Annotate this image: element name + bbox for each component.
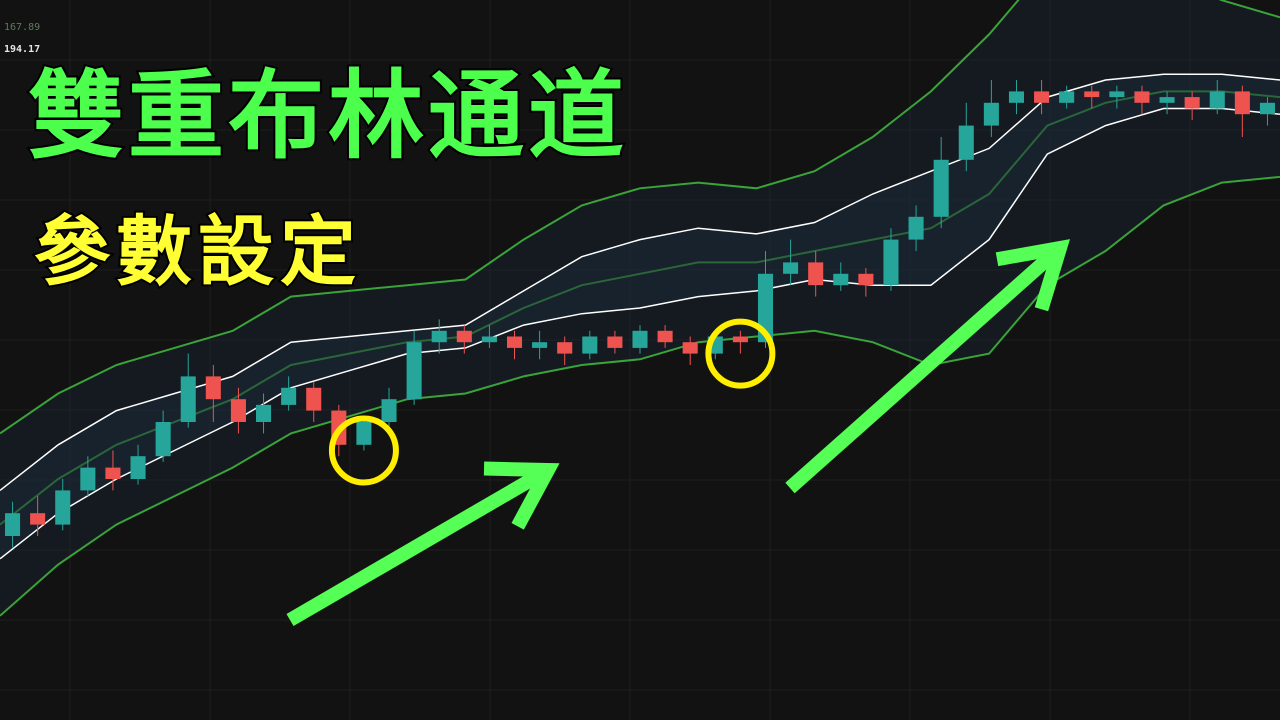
candle-body: [381, 399, 397, 422]
candle-body: [105, 467, 121, 479]
candle-body: [1259, 102, 1275, 115]
price-scale-current: 194.17: [4, 44, 41, 55]
candle-body: [230, 399, 246, 422]
candle-body: [55, 490, 71, 525]
candle-body: [281, 387, 297, 405]
candle-body: [356, 422, 372, 445]
candle-body: [155, 422, 171, 457]
candle-body: [783, 262, 799, 274]
candle-body: [481, 336, 497, 343]
up-arrow-shaft: [785, 249, 1058, 494]
candle-body: [732, 336, 748, 343]
candle-body: [1084, 91, 1100, 98]
candle-body: [431, 330, 447, 343]
candle-body: [1209, 91, 1225, 109]
outer-band-lower: [0, 175, 1280, 617]
candle-body: [5, 513, 21, 536]
candle-body: [80, 467, 96, 491]
candle-body: [1034, 91, 1050, 103]
inner-band-fill: [0, 74, 1280, 559]
outer-band-upper: [0, 0, 1280, 435]
candle-body: [883, 239, 899, 286]
candle-body: [657, 330, 673, 343]
candle-body: [557, 342, 573, 354]
annotation-markers: [286, 239, 1071, 627]
highlight-circle: [328, 415, 399, 486]
up-arrow-shaft: [286, 468, 543, 627]
candle-body: [632, 330, 648, 348]
up-arrow-head: [483, 461, 560, 530]
highlight-circle: [705, 318, 776, 389]
candle-body: [1109, 91, 1125, 98]
candle-body: [858, 273, 874, 286]
candle-body: [1184, 97, 1200, 109]
candle-body: [933, 159, 949, 217]
candle-body: [456, 330, 472, 343]
candle-body: [808, 262, 824, 286]
candle-body: [983, 102, 999, 126]
candlestick-series: [5, 80, 1275, 548]
up-arrow-head: [995, 239, 1071, 312]
candle-body: [406, 342, 422, 400]
candle-body: [180, 376, 196, 422]
candle-body: [582, 336, 598, 354]
candle-body: [306, 387, 322, 411]
candle-body: [958, 125, 974, 160]
candle-body: [256, 404, 272, 422]
inner-band-lower: [0, 107, 1280, 560]
candle-body: [205, 376, 221, 400]
candle-body: [1234, 91, 1250, 115]
candle-body: [1159, 97, 1175, 103]
price-scale-top: 167.89: [4, 22, 41, 33]
title-line-1: 雙重布林通道: [26, 58, 628, 174]
candle-body: [607, 336, 623, 348]
candle-body: [833, 273, 849, 286]
candle-body: [506, 336, 523, 348]
title-line-2: 參數設定: [32, 205, 362, 298]
candle-body: [682, 342, 698, 354]
candle-body: [532, 342, 548, 348]
candle-body: [1059, 91, 1075, 103]
candle-body: [130, 456, 146, 479]
candle-body: [908, 216, 924, 240]
candle-body: [757, 273, 774, 343]
candle-body: [30, 513, 46, 525]
candle-body: [1134, 91, 1150, 103]
candle-body: [1008, 91, 1024, 103]
